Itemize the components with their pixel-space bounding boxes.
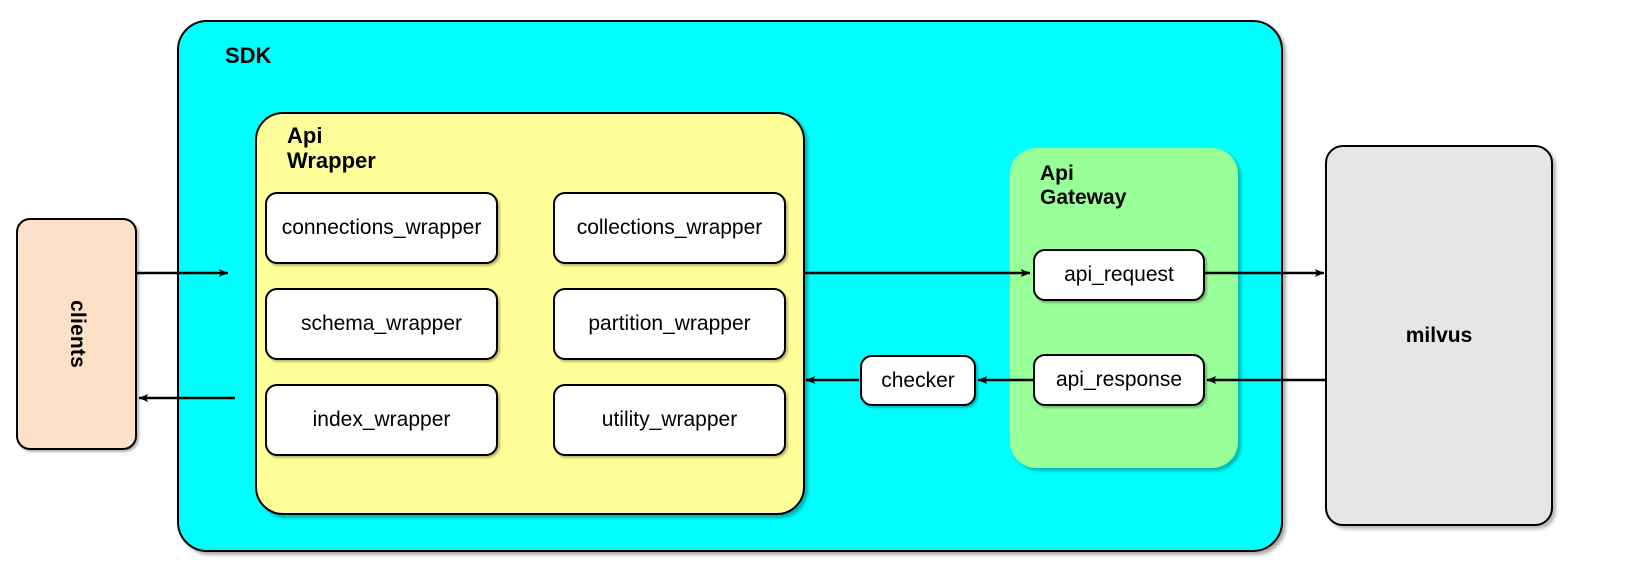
partition-wrapper-node[interactable]: partition_wrapper <box>553 288 786 360</box>
api-response-node[interactable]: api_response <box>1033 354 1205 406</box>
api-gateway-title: Api Gateway <box>1040 162 1127 209</box>
sdk-title: SDK <box>225 43 272 68</box>
milvus-label: milvus <box>1405 323 1473 347</box>
clients-label-wrap: clients <box>18 220 135 448</box>
schema-wrapper-node[interactable]: schema_wrapper <box>265 288 498 360</box>
collections-wrapper-node[interactable]: collections_wrapper <box>553 192 786 264</box>
connections-wrapper-node[interactable]: connections_wrapper <box>265 192 498 264</box>
api-request-node[interactable]: api_request <box>1033 249 1205 301</box>
index-wrapper-node[interactable]: index_wrapper <box>265 384 498 456</box>
clients-node[interactable]: clients <box>16 218 137 450</box>
api-wrapper-title: Api Wrapper <box>287 123 376 173</box>
clients-label: clients <box>65 300 89 368</box>
utility-wrapper-node[interactable]: utility_wrapper <box>553 384 786 456</box>
checker-node[interactable]: checker <box>860 355 976 406</box>
milvus-node[interactable]: milvus <box>1325 145 1553 526</box>
api-gateway-container[interactable]: Api Gateway <box>1010 148 1238 468</box>
